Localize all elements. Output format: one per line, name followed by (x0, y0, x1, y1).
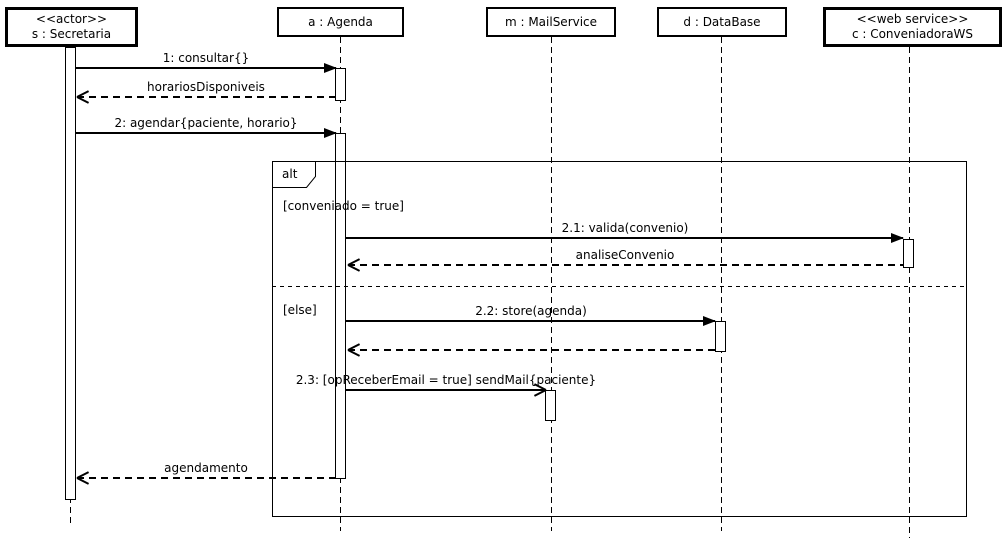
lifeline-mailservice (551, 37, 552, 531)
lifeline-conveniadora (909, 47, 910, 538)
message-label-valida: 2.1: valida(convenio) (561, 221, 689, 235)
fragment-operator-label: alt (282, 167, 298, 181)
object-name: m : MailService (504, 14, 598, 29)
filled-arrowhead-icon (324, 63, 337, 73)
message-label-horarios: horariosDisponiveis (147, 80, 265, 94)
object-name: s : Secretaria (31, 27, 112, 41)
message-label-analise: analiseConvenio (575, 248, 675, 262)
message-arrow-valida (346, 233, 904, 243)
stereotype-label: <<actor>> (35, 12, 108, 26)
activation-agenda-1 (335, 68, 346, 101)
message-arrow-store-reply (347, 343, 715, 357)
message-arrow-sendmail (346, 383, 547, 397)
message-arrow-analise (347, 258, 903, 272)
object-name: a : Agenda (308, 14, 373, 29)
activation-secretaria (65, 47, 76, 500)
message-arrow-store (346, 316, 716, 326)
stereotype-label: <<web service>> (856, 12, 969, 26)
message-label-agendamento: agendamento (164, 461, 248, 475)
fragment-operator-pentagon (272, 161, 316, 188)
lifeline-head-mailservice: m : MailService (486, 7, 616, 37)
lifeline-database (721, 37, 722, 531)
activation-conveniadora (903, 239, 914, 268)
message-arrow-horarios (76, 90, 335, 104)
activation-mailservice (545, 390, 556, 421)
lifeline-head-conveniadora: <<web service>> c : ConveniadoraWS (823, 7, 1002, 47)
guard-conveniado: [conveniado = true] (283, 199, 404, 213)
filled-arrowhead-icon (891, 233, 904, 243)
activation-agenda-2 (335, 133, 346, 479)
lifeline-head-agenda: a : Agenda (277, 7, 404, 37)
filled-arrowhead-icon (703, 316, 716, 326)
activation-database (715, 321, 726, 352)
object-name: c : ConveniadoraWS (851, 27, 974, 41)
message-arrow-agendar (76, 128, 337, 138)
message-label-sendmail: 2.3: [opReceberEmail = true] sendMail{pa… (295, 373, 597, 387)
alt-separator-line (272, 286, 967, 287)
filled-arrowhead-icon (324, 128, 337, 138)
lifeline-head-secretaria: <<actor>> s : Secretaria (5, 7, 138, 47)
message-label-agendar: 2: agendar{paciente, horario} (114, 116, 298, 130)
alt-fragment-frame: alt (272, 161, 967, 517)
object-name: d : DataBase (683, 14, 761, 29)
message-label-consultar: 1: consultar{} (162, 51, 250, 65)
guard-else: [else] (283, 303, 317, 317)
message-label-store: 2.2: store(agenda) (475, 304, 587, 318)
message-arrow-agendamento (76, 471, 335, 485)
lifeline-head-database: d : DataBase (657, 7, 787, 37)
message-arrow-consultar (76, 63, 337, 73)
